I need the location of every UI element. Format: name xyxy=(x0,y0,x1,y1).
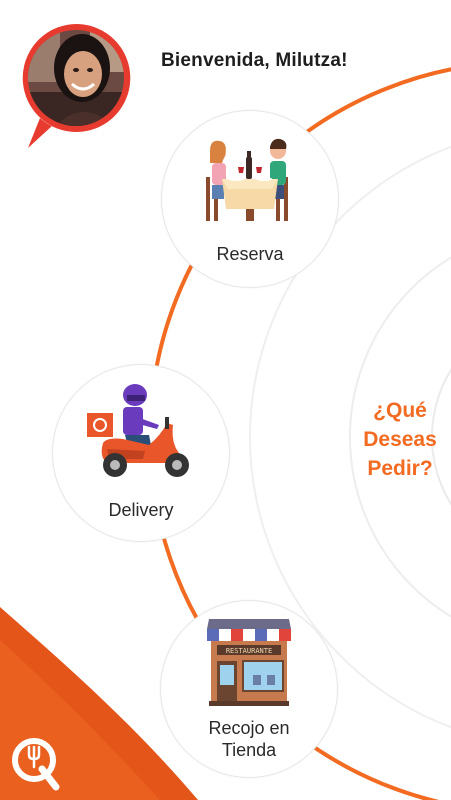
reserva-button[interactable]: Reserva xyxy=(161,110,339,288)
q-fork-logo-icon xyxy=(12,738,60,791)
corner-orange-highlight xyxy=(0,640,160,800)
question-line1: ¿Qué xyxy=(373,399,427,422)
delivery-button[interactable]: Delivery xyxy=(52,364,230,542)
recojo-en-tienda-button[interactable]: RESTAURANTE Recojo en Tienda xyxy=(160,600,338,778)
delivery-scooter-icon xyxy=(87,384,189,477)
what-to-order-question: ¿Qué Deseas Pedir? xyxy=(348,396,451,483)
recojo-label-line1: Recojo en xyxy=(208,718,290,738)
storefront-icon: RESTAURANTE xyxy=(207,619,291,706)
concentric-ring-middle xyxy=(349,256,451,618)
question-line3: Pedir? xyxy=(367,457,433,480)
recojo-label: Recojo en Tienda xyxy=(161,717,337,761)
storefront-sign: RESTAURANTE xyxy=(226,647,272,655)
reserva-label: Reserva xyxy=(216,244,284,264)
avatar xyxy=(20,22,132,158)
concentric-ring-outer xyxy=(249,145,451,729)
question-line2: Deseas xyxy=(363,428,437,451)
concentric-ring-inner xyxy=(431,368,451,506)
welcome-greeting: Bienvenida, Milutza! xyxy=(161,50,348,71)
couple-dining-icon xyxy=(206,138,288,221)
recojo-label-line2: Tienda xyxy=(221,740,277,760)
delivery-label: Delivery xyxy=(108,500,174,520)
